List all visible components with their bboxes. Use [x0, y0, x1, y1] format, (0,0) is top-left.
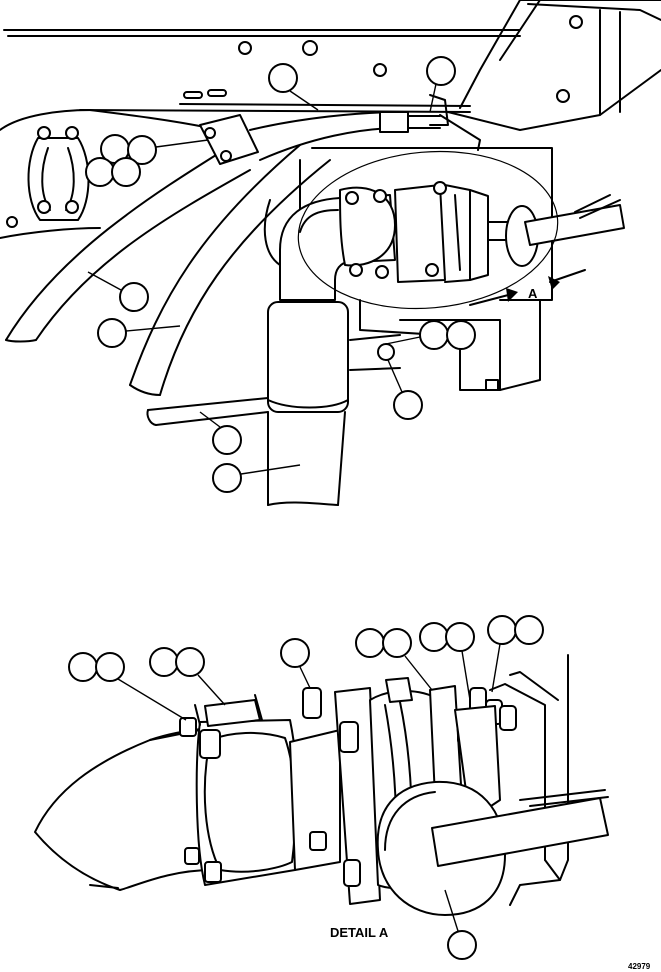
callout-circle: [419, 320, 449, 350]
callout-circle: [212, 463, 242, 493]
detail-elbow: [34, 727, 213, 891]
callout-circle: [426, 56, 456, 86]
callouts-main-view: [85, 56, 476, 493]
detail-bracket: [489, 654, 569, 906]
callout-circle: [447, 930, 477, 960]
callout-circle: [355, 628, 385, 658]
callout-circle: [85, 157, 115, 187]
callout-circle: [268, 63, 298, 93]
detail-view: DETAIL A: [34, 615, 609, 960]
callout-circle: [446, 320, 476, 350]
main-view: A: [0, 0, 661, 506]
callout-circle: [487, 615, 517, 645]
callout-circle: [68, 652, 98, 682]
view-arrow: [469, 269, 586, 306]
detail-handle: [376, 780, 609, 916]
valve-body: [394, 181, 625, 283]
elbow-pipe: [279, 186, 396, 301]
detail-pipe-section: [289, 687, 341, 871]
callout-circle: [393, 390, 423, 420]
callout-circle: [127, 135, 157, 165]
callout-circle: [175, 647, 205, 677]
callout-circle: [149, 647, 179, 677]
callout-circle: [212, 425, 242, 455]
callout-circle: [419, 622, 449, 652]
callout-circle: [514, 615, 544, 645]
figure-number: 42979: [628, 962, 651, 971]
detail-elbow-flange: [179, 694, 300, 886]
callout-circle: [382, 628, 412, 658]
view-arrow-letter: A: [528, 286, 538, 301]
callout-circle: [97, 318, 127, 348]
callout-circle: [280, 638, 310, 668]
callout-circle: [95, 652, 125, 682]
left-pipe-assembly: [0, 109, 211, 239]
callouts-detail-view: [68, 615, 544, 960]
detail-ellipse: [297, 150, 559, 310]
detail-caption: DETAIL A: [330, 925, 389, 940]
callout-circle: [119, 282, 149, 312]
callout-circle: [111, 157, 141, 187]
hoses: [5, 111, 441, 396]
callout-circle: [445, 622, 475, 652]
vertical-hose: [146, 301, 401, 506]
frame-structure: [3, 0, 661, 151]
